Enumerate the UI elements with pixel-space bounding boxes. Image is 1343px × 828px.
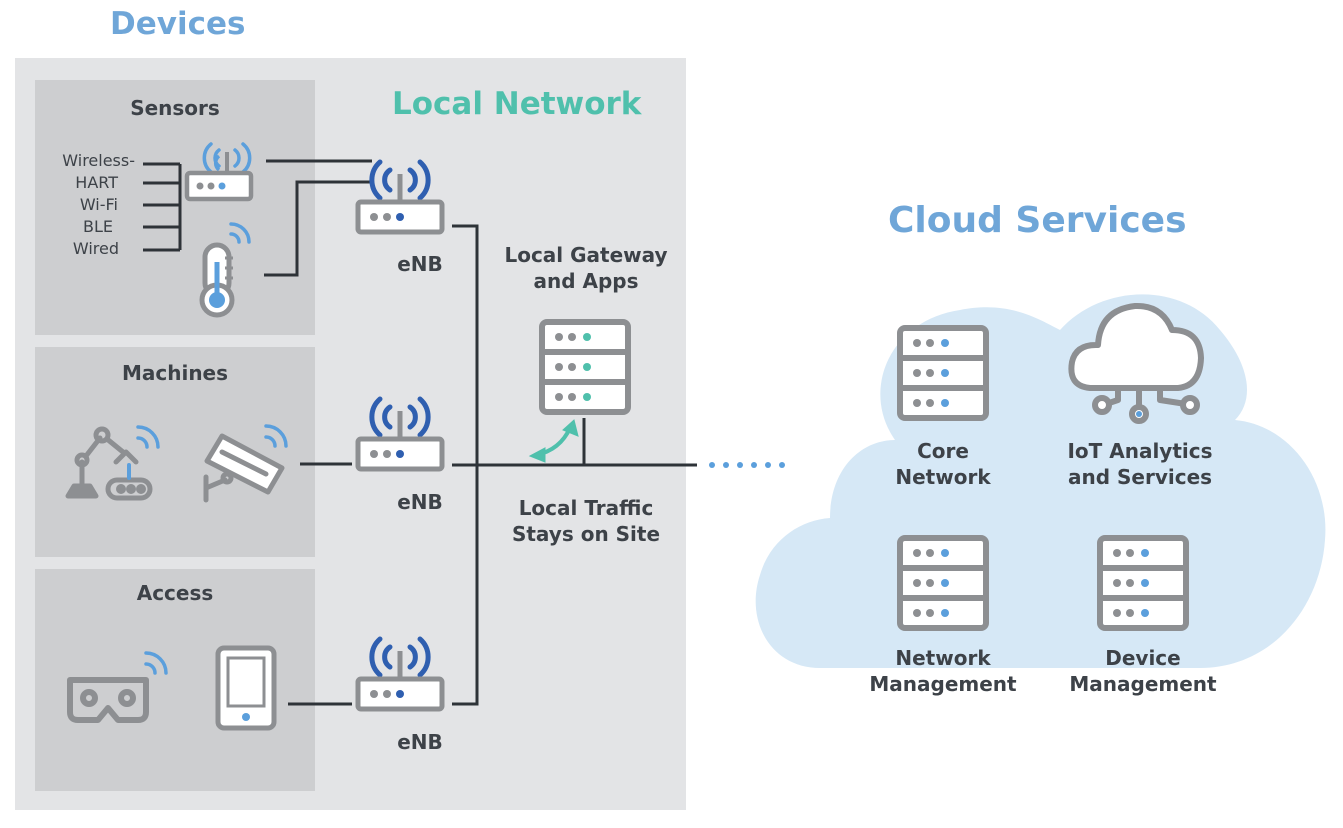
local-traffic-label: Local Traffic Stays on Site: [486, 495, 686, 547]
core-network-line2: Network: [895, 465, 991, 489]
protocol-wired: Wired: [72, 239, 119, 258]
iot-cloud-icon: [1068, 302, 1204, 424]
sensors-group: [35, 80, 315, 335]
local-gateway-server-icon: [539, 319, 631, 415]
sensors-label: Sensors: [130, 96, 220, 120]
iot-analytics-line2: and Services: [1067, 465, 1213, 489]
core-network-line1: Core: [917, 439, 969, 463]
machines-label: Machines: [121, 361, 229, 385]
device-management-server-icon: [1097, 535, 1189, 631]
protocol-wireless: Wireless-: [62, 151, 135, 170]
device-links: [288, 462, 352, 706]
iot-analytics-label: IoT Analytics and Services: [1050, 438, 1230, 490]
core-network-label: Core Network: [863, 438, 1023, 490]
device-management-line1: Device: [1105, 646, 1181, 670]
sensor-router-icon: [184, 142, 254, 202]
cloud-shape: [755, 294, 1326, 668]
camera-icon: [203, 424, 288, 503]
local-traffic-line2: Stays on Site: [511, 522, 661, 546]
devices-title: Devices: [110, 6, 246, 42]
enb-label-1: eNB: [397, 252, 443, 276]
device-management-label: Device Management: [1053, 645, 1233, 697]
thermometer-icon: [199, 222, 251, 318]
local-network-title: Local Network: [392, 86, 642, 122]
iot-analytics-line1: IoT Analytics: [1067, 439, 1213, 463]
backbone-links: [452, 224, 697, 706]
cloud-link-dots: [709, 462, 785, 468]
local-return-arrow-icon: [528, 419, 579, 463]
network-management-server-icon: [897, 535, 989, 631]
local-gateway-line1: Local Gateway: [504, 243, 668, 267]
network-management-line1: Network: [895, 646, 991, 670]
vr-headset-icon: [67, 651, 168, 723]
local-gateway-label: Local Gateway and Apps: [486, 242, 686, 294]
local-traffic-line1: Local Traffic: [518, 496, 654, 520]
access-label: Access: [136, 581, 214, 605]
protocol-hart: HART: [75, 173, 118, 192]
enb-label-2: eNB: [397, 490, 443, 514]
network-management-label: Network Management: [853, 645, 1033, 697]
sensor-protocol-lines: [143, 162, 182, 252]
machines-group: [35, 347, 315, 557]
sensor-links: [264, 159, 372, 277]
enb-label-3: eNB: [397, 730, 443, 754]
protocol-wifi: Wi-Fi: [79, 195, 118, 214]
protocol-ble: BLE: [83, 217, 113, 236]
network-management-line2: Management: [869, 672, 1017, 696]
tablet-icon: [215, 645, 277, 731]
cloud-services-title: Cloud Services: [888, 200, 1187, 241]
device-management-line2: Management: [1069, 672, 1217, 696]
local-gateway-line2: and Apps: [533, 269, 639, 293]
core-network-server-icon: [897, 325, 989, 421]
robot-arm-icon: [65, 425, 160, 501]
